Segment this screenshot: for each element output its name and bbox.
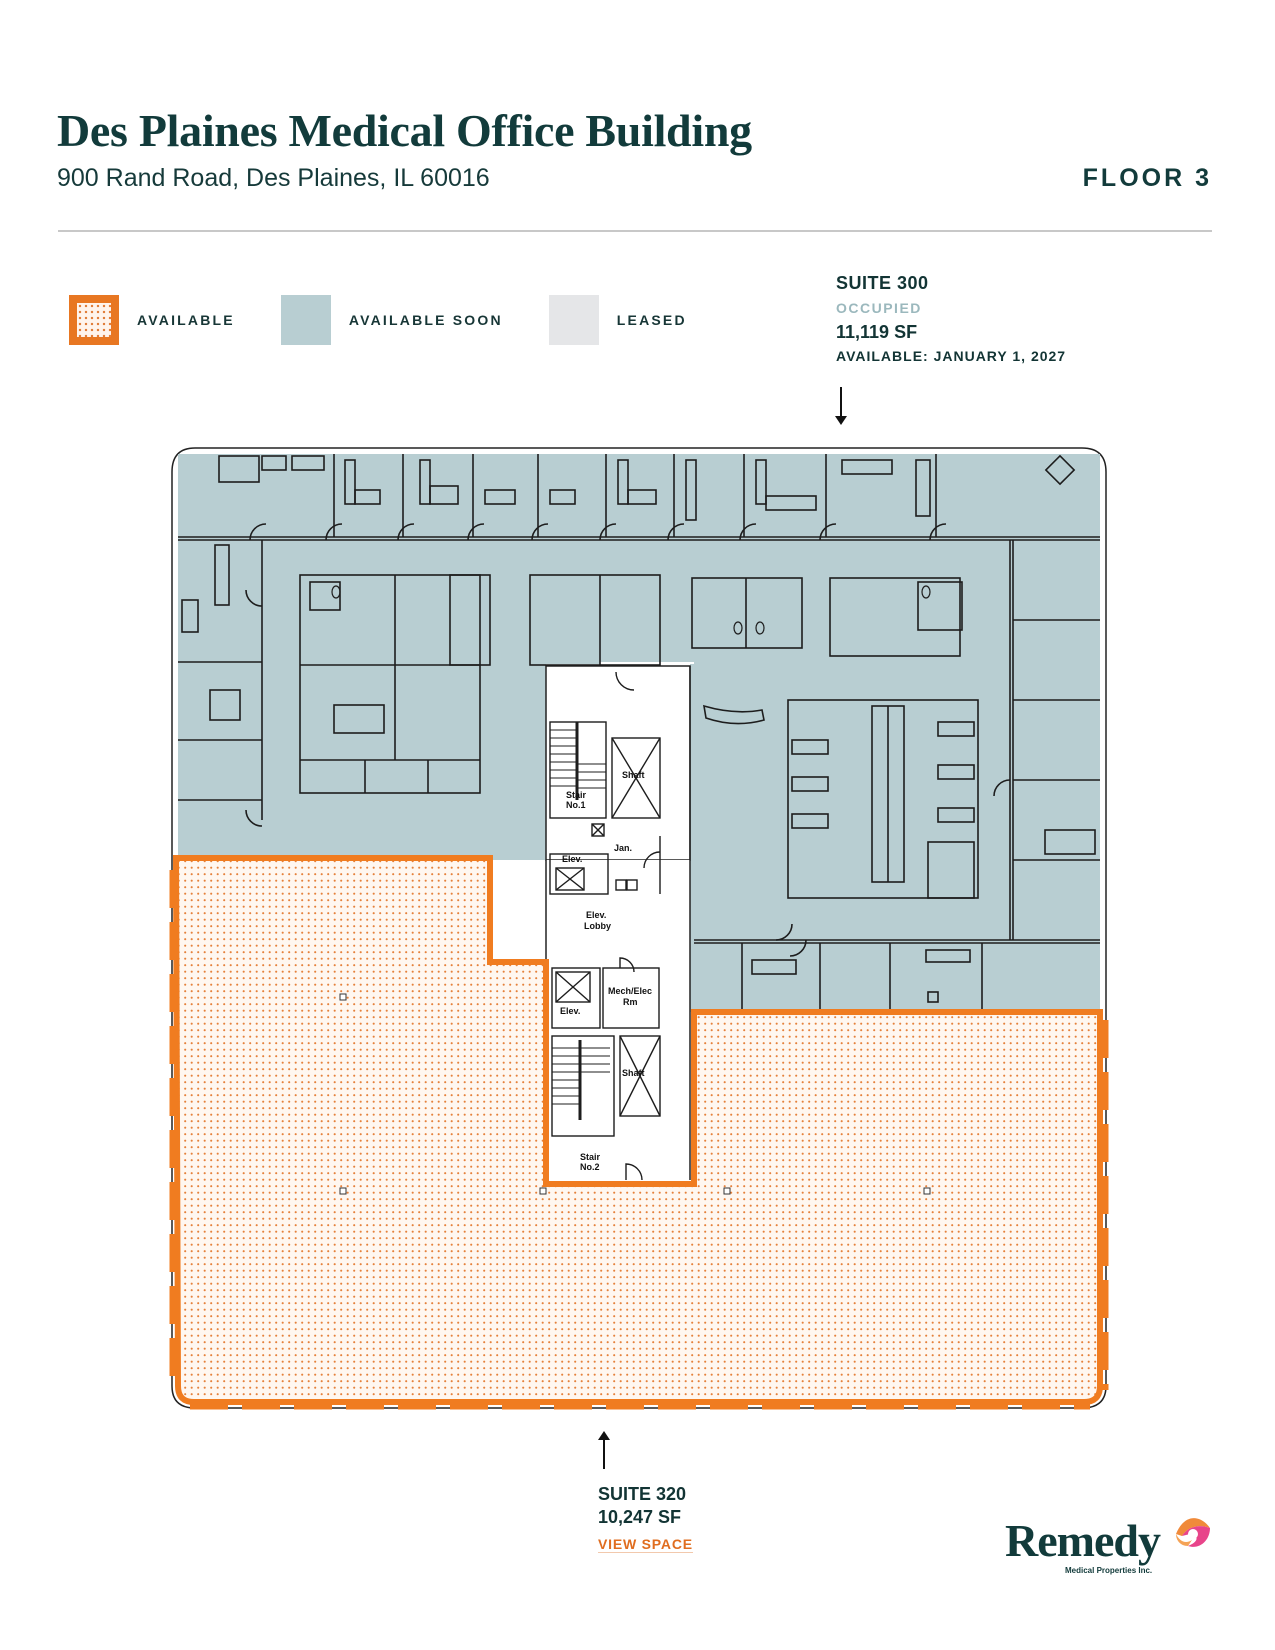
suite-300-status: OCCUPIED bbox=[836, 300, 922, 316]
suite-300-area[interactable] bbox=[178, 454, 1100, 1012]
stair-1-label: No.1 bbox=[566, 800, 586, 810]
mech-elec-room-label: Mech/Elec bbox=[608, 986, 652, 996]
building-address: 900 Rand Road, Des Plaines, IL 60016 bbox=[57, 164, 490, 192]
janitor-label: Jan. bbox=[614, 843, 632, 853]
stair-2-label: No.2 bbox=[580, 1162, 600, 1172]
shaft-label: Shaft bbox=[622, 770, 645, 780]
building-core bbox=[545, 665, 691, 1180]
available-soon-swatch bbox=[280, 295, 331, 345]
elevator-lobby-label: Lobby bbox=[584, 921, 611, 931]
remedy-logo: Remedy Medical Properties Inc. bbox=[1005, 1515, 1210, 1575]
core-details bbox=[549, 671, 661, 1181]
suite-320-info: SUITE 320 10,247 SF VIEW SPACE bbox=[598, 1484, 693, 1554]
remedy-mark-icon bbox=[1176, 1518, 1210, 1547]
suite-320-area[interactable] bbox=[169, 855, 1109, 1410]
legend-item-leased: LEASED bbox=[548, 295, 687, 345]
elevator-label: Elev. bbox=[562, 854, 582, 864]
arrow-up-icon bbox=[598, 1431, 610, 1469]
stair-1-label: Stair bbox=[566, 790, 587, 800]
legend: AVAILABLE AVAILABLE SOON LEASED bbox=[69, 295, 687, 345]
stair-2-label: Stair bbox=[580, 1152, 601, 1162]
elevator-lobby-label: Elev. bbox=[586, 910, 606, 920]
core-labels: Stair No.1 Shaft Jan. Elev. Elev. Lobby … bbox=[560, 770, 652, 1172]
view-space-link[interactable]: VIEW SPACE bbox=[598, 1536, 693, 1553]
legend-label: AVAILABLE bbox=[137, 312, 235, 328]
leased-swatch bbox=[548, 295, 599, 345]
floor-label: FLOOR 3 bbox=[1082, 164, 1212, 192]
suite-320-area: 10,247 SF bbox=[598, 1507, 682, 1527]
suite-300-area: 11,119 SF bbox=[836, 322, 918, 342]
header-divider bbox=[58, 230, 1212, 232]
legend-item-available-soon: AVAILABLE SOON bbox=[280, 295, 503, 345]
legend-item-available: AVAILABLE bbox=[69, 295, 235, 345]
logo-wordmark: Remedy bbox=[1005, 1515, 1161, 1566]
available-swatch bbox=[69, 295, 119, 345]
logo-subtitle: Medical Properties Inc. bbox=[1065, 1566, 1153, 1575]
mech-elec-room-label: Rm bbox=[623, 997, 638, 1007]
legend-label: AVAILABLE SOON bbox=[348, 312, 503, 328]
suite-300-walls bbox=[178, 454, 1100, 1012]
suite-300-name: SUITE 300 bbox=[836, 273, 929, 293]
suite-300-availability: AVAILABLE: JANUARY 1, 2027 bbox=[836, 348, 1067, 364]
toilet-icon bbox=[331, 585, 931, 635]
arrow-down-icon bbox=[835, 387, 847, 425]
legend-label: LEASED bbox=[616, 312, 687, 328]
elevator-label: Elev. bbox=[560, 1006, 580, 1016]
page-title: Des Plaines Medical Office Building bbox=[57, 105, 752, 156]
suite-320-name: SUITE 320 bbox=[598, 1484, 687, 1504]
suite-300-info: SUITE 300 OCCUPIED 11,119 SF AVAILABLE: … bbox=[836, 273, 1066, 364]
shaft-label: Shaft bbox=[622, 1068, 645, 1078]
